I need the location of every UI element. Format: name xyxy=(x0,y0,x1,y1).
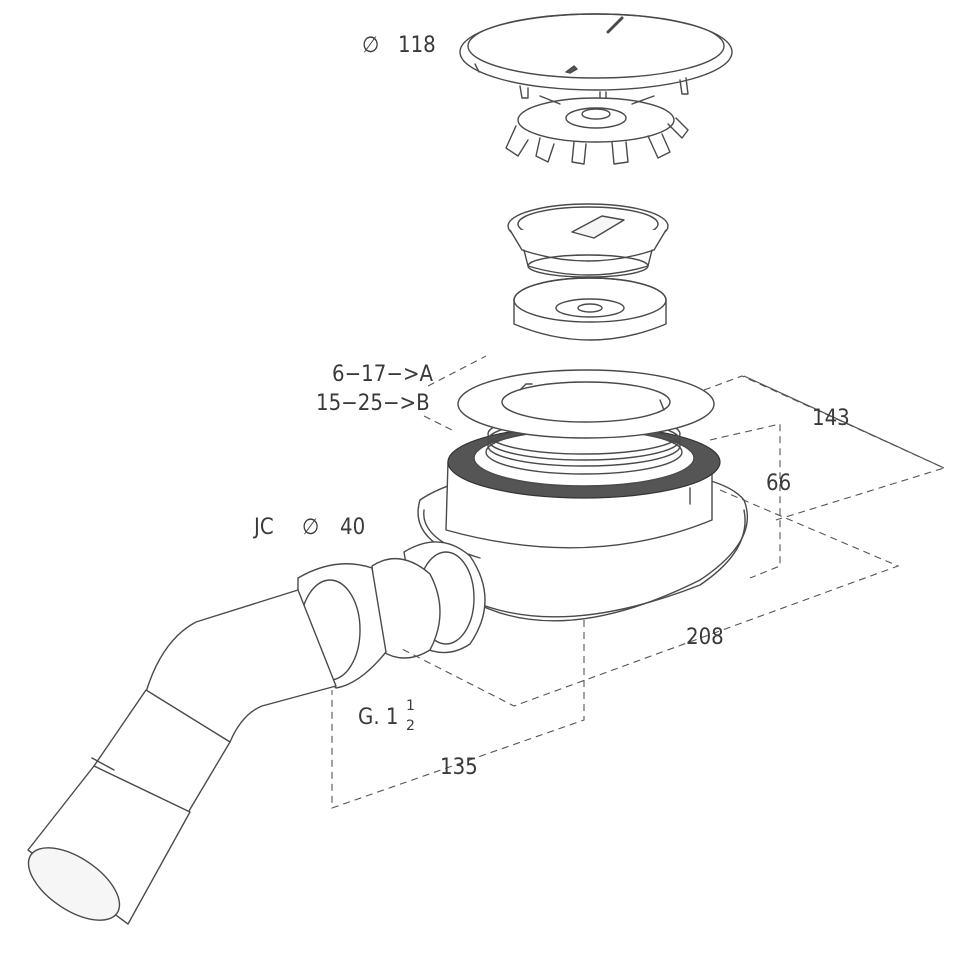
dim-135-label: 135 xyxy=(440,755,478,780)
svg-text:∅: ∅ xyxy=(302,515,319,540)
trap-insert xyxy=(507,203,669,278)
dimension-lines xyxy=(331,355,946,809)
svg-text:G. 1: G. 1 xyxy=(358,705,399,730)
svg-text:1: 1 xyxy=(406,698,415,714)
outlet-label: JC ∅ 40 xyxy=(252,515,365,540)
cover-plate xyxy=(459,13,733,105)
svg-text:40: 40 xyxy=(340,515,365,540)
trap-cup xyxy=(513,277,667,341)
grate-support xyxy=(505,95,689,165)
dim-66-label: 66 xyxy=(766,471,791,496)
elbow-pipe xyxy=(27,589,337,925)
svg-text:JC: JC xyxy=(252,515,274,540)
range-a-label: 6−17−>A xyxy=(332,362,434,387)
svg-text:2: 2 xyxy=(406,718,415,734)
thread-label: G. 1 1 2 xyxy=(358,698,415,734)
drain-body xyxy=(417,369,749,622)
dim-143-label: 143 xyxy=(812,406,850,431)
range-b-label: 15−25−>B xyxy=(316,391,430,416)
diameter-118-label: ∅ 118 xyxy=(362,33,436,58)
svg-text:∅: ∅ xyxy=(362,33,379,58)
svg-text:118: 118 xyxy=(398,33,436,58)
dim-208-label: 208 xyxy=(686,625,724,650)
